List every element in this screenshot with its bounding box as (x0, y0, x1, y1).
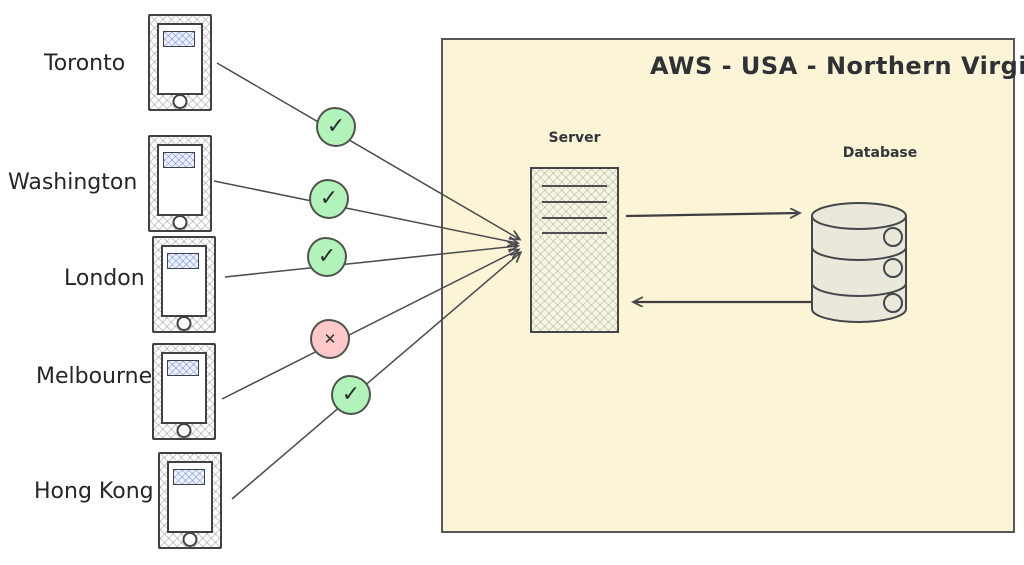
disk-indicator-icon (883, 293, 903, 313)
client-label-washington: Washington (8, 170, 138, 195)
phone-home-button-icon (172, 215, 188, 230)
phone-header-bar (163, 31, 195, 47)
check-icon: ✓ (326, 114, 346, 139)
client-label-hongkong: Hong Kong (34, 479, 154, 504)
server-slot-line (542, 185, 607, 187)
server-slot-line (542, 201, 607, 203)
status-badge: ✓ (331, 375, 371, 415)
check-icon: ✓ (317, 244, 337, 269)
disk-indicator-icon (883, 227, 903, 247)
mobile-device-icon-toronto (148, 14, 212, 111)
phone-header-bar (167, 253, 199, 269)
client-label-toronto: Toronto (44, 51, 126, 76)
mobile-device-icon-washington (148, 135, 212, 232)
cross-icon: ✕ (323, 329, 337, 348)
check-icon: ✓ (319, 186, 339, 211)
phone-screen (157, 23, 203, 95)
client-label-london: London (64, 266, 145, 291)
phone-screen (157, 144, 203, 216)
phone-home-button-icon (176, 423, 192, 438)
client-label-melbourne: Melbourne (36, 364, 153, 389)
phone-header-bar (173, 469, 205, 485)
status-badge: ✓ (316, 107, 356, 147)
mobile-device-icon-melbourne (152, 343, 216, 440)
mobile-device-icon-hongkong (158, 452, 222, 549)
status-badge: ✓ (307, 237, 347, 277)
database-cylinder-icon (811, 202, 907, 323)
check-icon: ✓ (341, 382, 361, 407)
server-icon (530, 167, 619, 333)
server-slot-line (542, 217, 607, 219)
phone-screen (161, 352, 207, 424)
status-badge: ✕ (310, 319, 350, 359)
server-label: Server (548, 130, 601, 146)
phone-home-button-icon (172, 94, 188, 109)
database-label: Database (842, 145, 918, 161)
server-slot-line (542, 232, 607, 234)
phone-home-button-icon (182, 532, 198, 547)
phone-home-button-icon (176, 316, 192, 331)
phone-screen (161, 245, 207, 317)
aws-region-box (441, 38, 1015, 533)
phone-header-bar (167, 360, 199, 376)
mobile-device-icon-london (152, 236, 216, 333)
phone-header-bar (163, 152, 195, 168)
disk-indicator-icon (883, 258, 903, 278)
status-badge: ✓ (309, 179, 349, 219)
aws-region-title: AWS - USA - Northern Virginia (650, 52, 1024, 80)
phone-screen (167, 461, 213, 533)
